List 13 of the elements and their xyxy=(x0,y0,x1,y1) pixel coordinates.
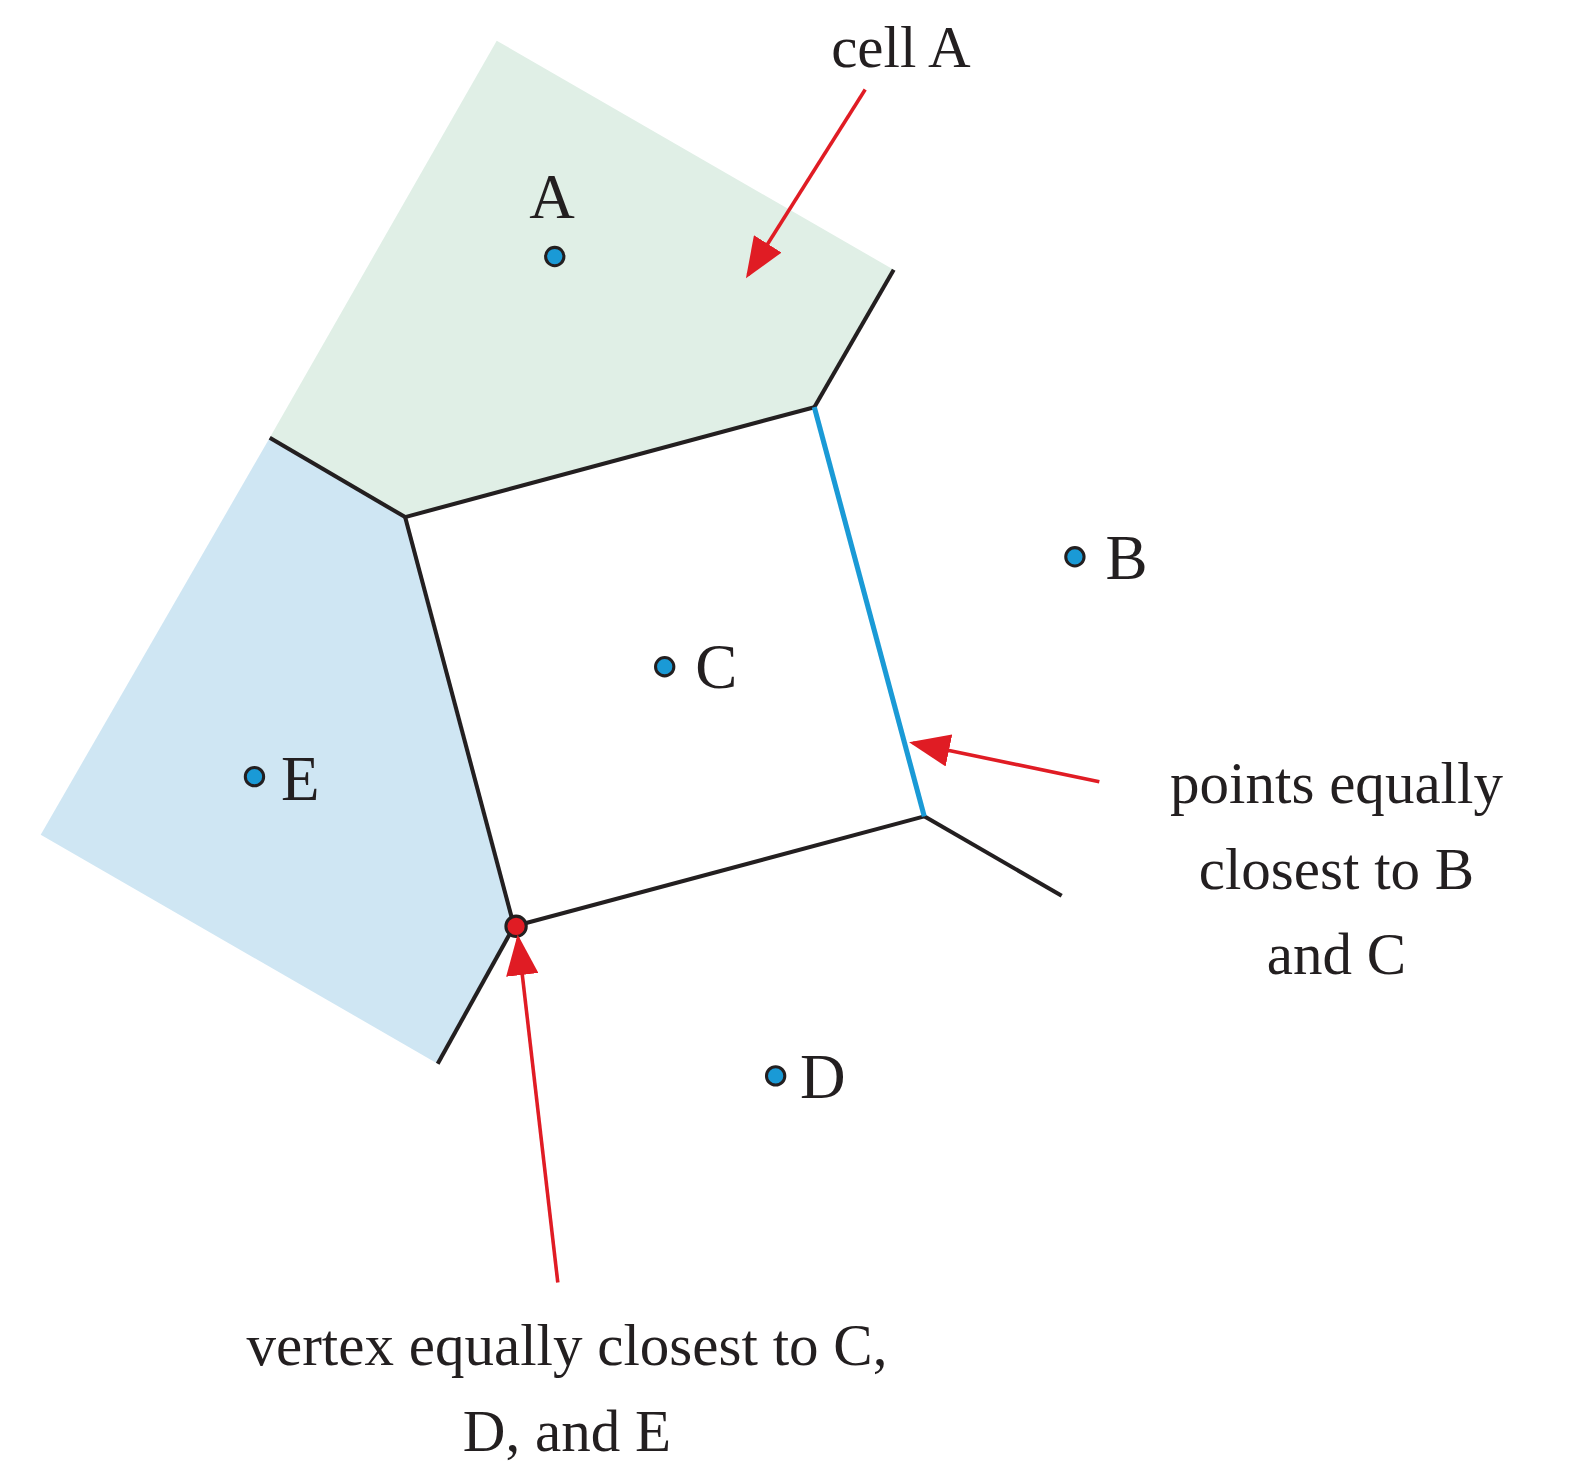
callout-text: vertex equally closest to C, D, and E xyxy=(246,1302,888,1471)
vertex-dot xyxy=(504,914,528,938)
point-label: A xyxy=(529,162,575,231)
point-label: C xyxy=(695,633,738,701)
cell-boundary-line xyxy=(811,406,927,817)
leader-arrow xyxy=(506,934,560,1283)
point-label: B xyxy=(1105,524,1148,592)
point-label: E xyxy=(280,745,320,813)
callout-text: cell A xyxy=(758,5,1044,91)
callout-text: points equally closest to B and C xyxy=(1158,741,1515,998)
leader-arrow xyxy=(746,88,867,279)
point-label: D xyxy=(800,1043,846,1111)
leader-arrow xyxy=(909,734,1100,784)
